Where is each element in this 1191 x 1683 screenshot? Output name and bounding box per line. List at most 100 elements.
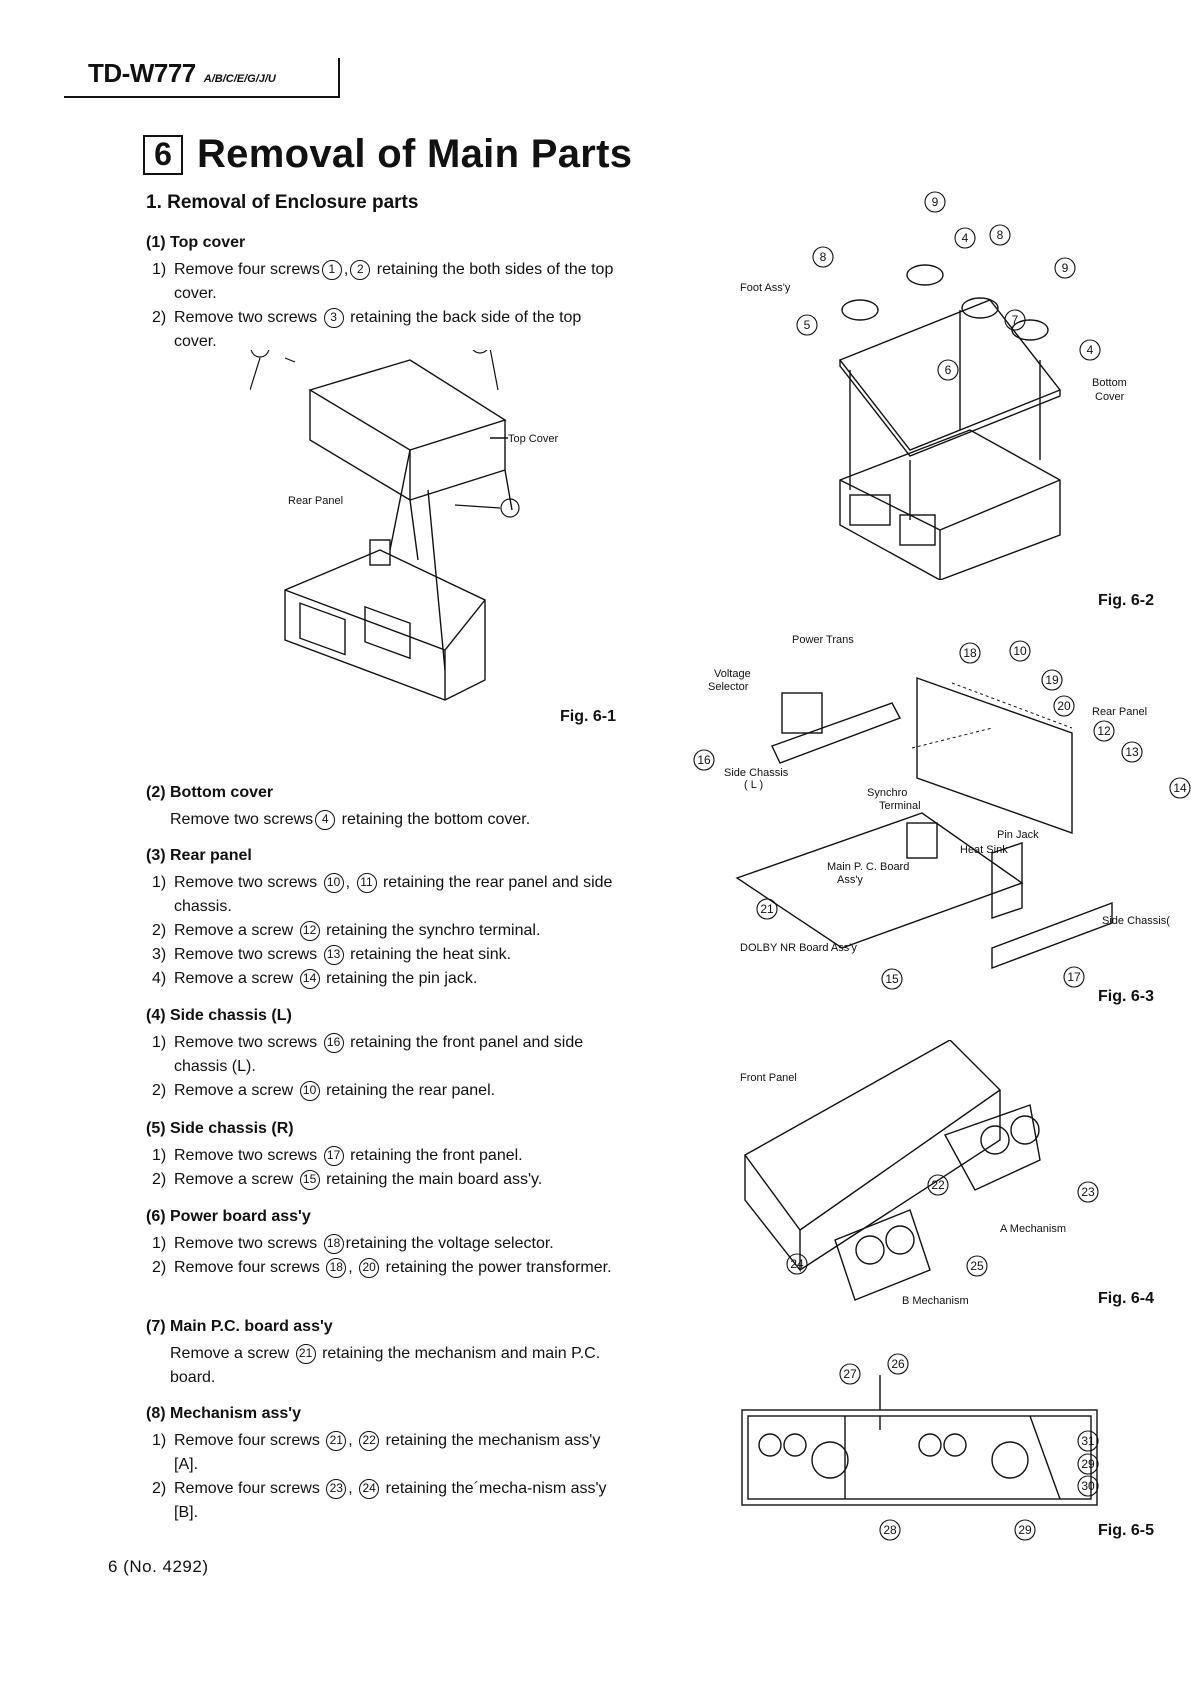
callout-number: 14 [299, 969, 320, 989]
section-heading: Removal of Main Parts [197, 132, 633, 176]
label-pin-jack: Pin Jack [997, 829, 1039, 841]
callout: 15 [885, 972, 899, 986]
figure-label: Fig. 6-3 [1098, 988, 1155, 1005]
callout: 5 [804, 318, 811, 332]
callout: 29 [1081, 1457, 1095, 1471]
step-text: retaining the heat sink. [350, 946, 512, 963]
block-heading: (6) Power board ass'y [146, 1208, 311, 1225]
subsection-heading: 1. Removal of Enclosure parts [146, 192, 419, 213]
label-terminal: Terminal [879, 800, 921, 812]
callout: 4 [962, 231, 969, 245]
figure-6-4: 22 23 24 25 Front Panel A Mechanism B Me… [740, 1040, 1099, 1307]
step-text: retaining the pin jack. [326, 970, 478, 987]
callout-number: 22 [359, 1431, 380, 1451]
block-heading: (8) Mechanism ass'y [146, 1405, 301, 1422]
callout-number: 11 [356, 873, 377, 893]
model-number: TD-W777 [88, 58, 196, 88]
figure-label: Fig. 6-1 [560, 708, 617, 725]
step: 2) Remove a screw 10 retaining the rear … [146, 1079, 626, 1103]
figure-label: Fig. 6-5 [1098, 1522, 1155, 1539]
figure-6-3: 18 10 19 20 12 13 14 16 21 15 17 Power T… [693, 634, 1191, 990]
block-side-chassis-r: (5) Side chassis (R) 1) Remove two screw… [146, 1120, 626, 1192]
callout: 9 [932, 195, 939, 209]
step-text: retaining the´mecha-nism ass'y [B]. [174, 1480, 607, 1521]
step: 3) Remove two screws 13 retaining the he… [146, 943, 626, 967]
step-text: Remove a screw [174, 1082, 294, 1099]
callout: 17 [1067, 970, 1081, 984]
callout: 21 [760, 902, 774, 916]
step-number: 2) [152, 1259, 167, 1276]
callout: 22 [931, 1178, 945, 1192]
callout-number: 24 [359, 1479, 380, 1499]
callout: 6 [945, 363, 952, 377]
step: 2) Remove two screws 3 retaining the bac… [146, 306, 626, 354]
step-text: Remove four screws [174, 1432, 320, 1449]
callout: 24 [790, 1257, 804, 1271]
step-text: Remove four screws [174, 1259, 320, 1276]
callout: 8 [997, 228, 1004, 242]
callout: 16 [697, 753, 711, 767]
callout-number: 15 [299, 1170, 320, 1190]
label-power-trans: Power Trans [792, 634, 854, 646]
label-heat-sink: Heat Sink [960, 844, 1008, 856]
label-rear-panel: Rear Panel [288, 495, 343, 507]
callout-number: 16 [323, 1033, 344, 1053]
block-power-board: (6) Power board ass'y 1) Remove two scre… [146, 1208, 626, 1280]
step: 1) Remove two screws 17 retaining the fr… [146, 1144, 626, 1168]
callout: 14 [1173, 781, 1187, 795]
block-heading: (3) Rear panel [146, 847, 252, 864]
callout-number: 2 [350, 260, 371, 280]
step: 2) Remove four screws 18, 20 retaining t… [146, 1256, 626, 1280]
callout: 25 [970, 1259, 984, 1273]
figure-6-2: 9 4 8 8 9 5 7 4 6 Foot Ass'y Bottom Cove… [740, 191, 1127, 580]
callout-number: 4 [315, 810, 336, 830]
figure-6-1: Top Cover Rear Panel [250, 350, 558, 701]
block-side-chassis-l: (4) Side chassis (L) 1) Remove two screw… [146, 1007, 626, 1103]
section-number-box: 6 [143, 134, 183, 175]
step-text: retaining the rear panel. [326, 1082, 496, 1099]
step-text: Remove two screws [174, 874, 318, 891]
step-text: retaining the bottom cover. [341, 811, 531, 828]
step-number: 1) [152, 874, 167, 891]
callout: 29 [1018, 1523, 1032, 1537]
step-number: 1) [152, 1235, 167, 1252]
callout-number: 23 [326, 1479, 347, 1499]
step: 2) Remove a screw 15 retaining the main … [146, 1168, 626, 1192]
figure-label: Fig. 6-2 [1098, 592, 1155, 609]
model-variants: A/B/C/E/G/J/U [203, 73, 276, 85]
label-dolby: DOLBY NR Board Ass'y [740, 942, 857, 954]
label-selector: Selector [708, 681, 749, 693]
label-main-pc-board: Main P. C. Board [827, 861, 909, 873]
callout-number: 18 [326, 1258, 347, 1278]
step-number: 3) [152, 946, 167, 963]
callout-number: 18 [323, 1234, 344, 1254]
step-number: 2) [152, 1171, 167, 1188]
step-text: Remove a screw [174, 1171, 294, 1188]
step-text: retaining the front panel. [350, 1147, 523, 1164]
label-bottom: Bottom [1092, 377, 1127, 389]
label-front-panel: Front Panel [740, 1072, 797, 1084]
callout: 12 [1097, 724, 1111, 738]
step-text: retaining the rear panel and side chassi… [174, 874, 613, 915]
step-text: Remove two screws [174, 1147, 318, 1164]
step-text: retaining the main board ass'y. [326, 1171, 543, 1188]
callout: 7 [1012, 313, 1019, 327]
step-text: retaining the synchro terminal. [326, 922, 541, 939]
step-text: Remove four screws [174, 1480, 320, 1497]
callout: 30 [1081, 1479, 1095, 1493]
callout: 31 [1081, 1434, 1095, 1448]
callout-number: 21 [295, 1344, 316, 1364]
step-number: 1) [152, 1034, 167, 1051]
callout-number: 3 [323, 308, 344, 328]
callout: 19 [1045, 673, 1059, 687]
callout: 9 [1062, 261, 1069, 275]
label-side-chassis-r: Side Chassis( [1102, 915, 1170, 927]
step-number: 1) [152, 1432, 167, 1449]
callout-number: 13 [323, 945, 344, 965]
step: 4) Remove a screw 14 retaining the pin j… [146, 967, 626, 991]
step-number: 2) [152, 1480, 167, 1497]
step-number: 2) [152, 309, 167, 326]
